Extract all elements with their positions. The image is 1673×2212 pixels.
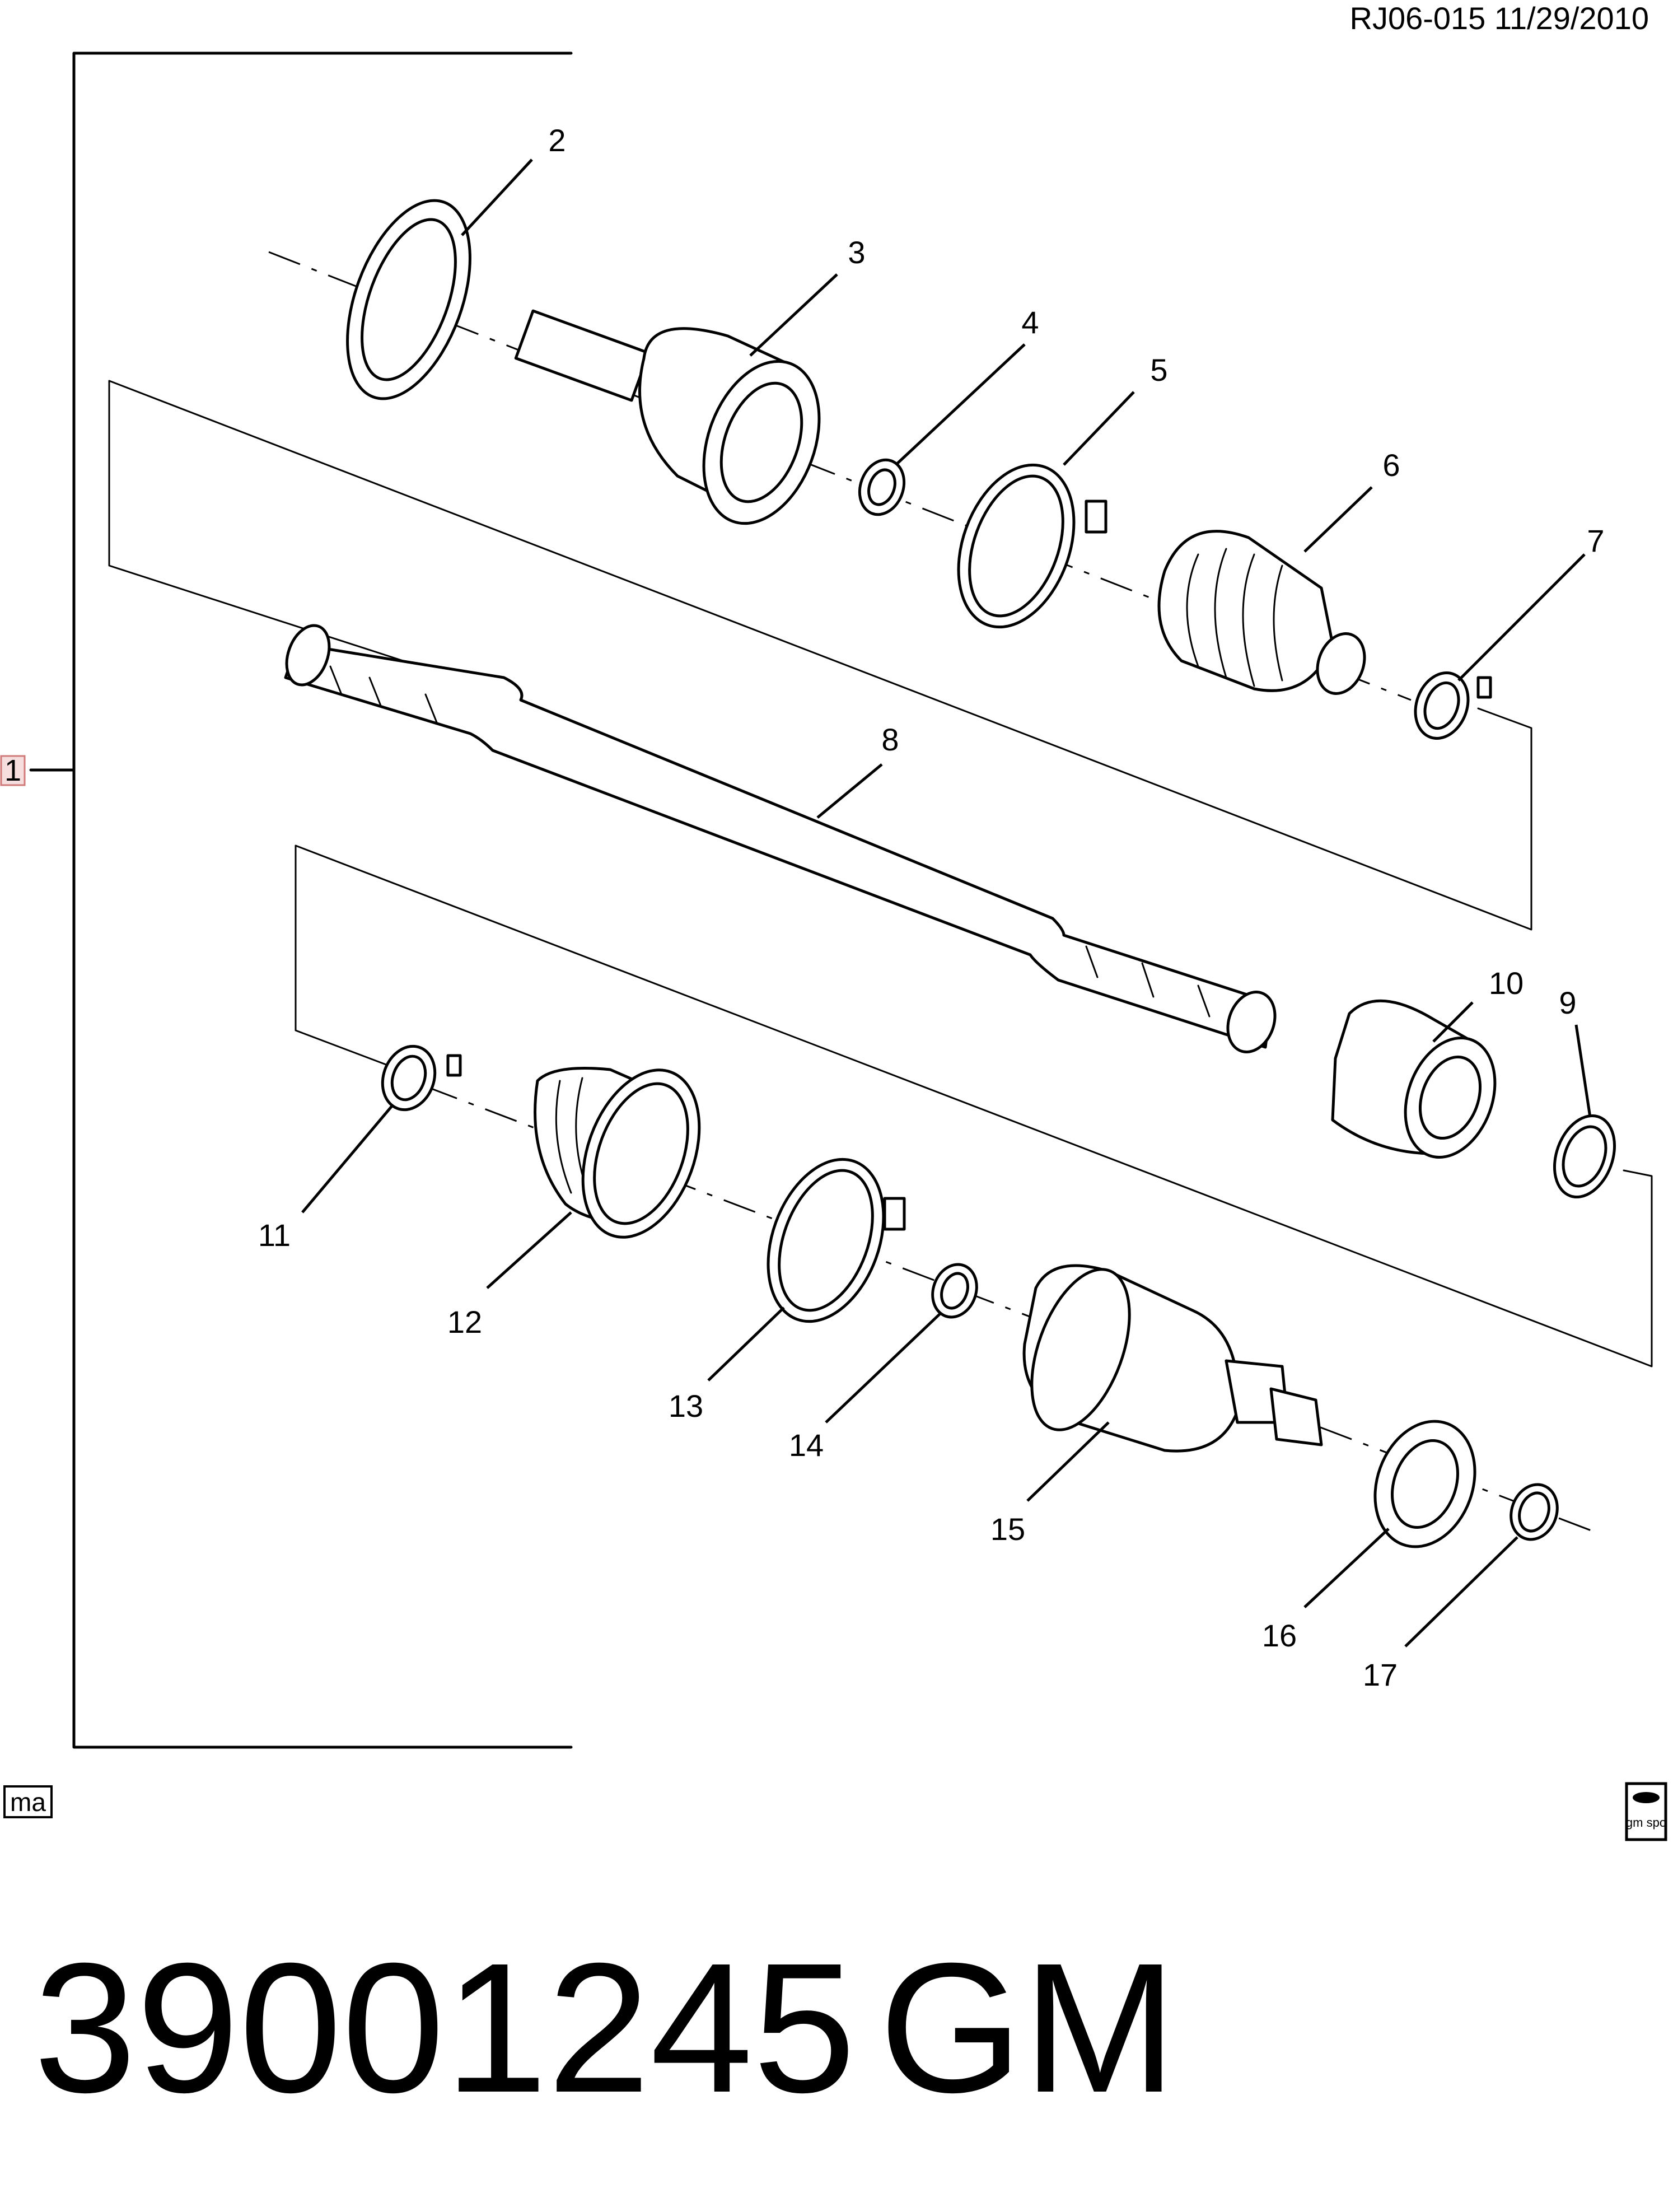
- part-16-seal[interactable]: [1358, 1407, 1492, 1561]
- callout-2: 2: [548, 123, 566, 158]
- callout-3: 3: [848, 235, 865, 270]
- part-2-seal[interactable]: [323, 184, 494, 416]
- diagram-reference: RJ06-015 11/29/2010: [1350, 1, 1649, 36]
- ma-tag: ma: [10, 1788, 46, 1817]
- callout-4: 4: [1021, 305, 1039, 340]
- part-10-tripod-bearing[interactable]: [1331, 999, 1511, 1170]
- gm-spo-logo: gm spo: [1625, 1782, 1667, 1841]
- callout-labels: 2 3 4 5 6 7 8 9 10 11 12 13 14 15 16 17: [258, 123, 1605, 1692]
- part-13-boot-clamp[interactable]: [747, 1144, 906, 1338]
- callout-17: 17: [1363, 1657, 1398, 1692]
- part-number: 39001245: [34, 1924, 856, 2131]
- part-12-inner-boot[interactable]: [534, 1054, 721, 1253]
- callout-10: 10: [1489, 965, 1524, 1001]
- part-17-ring[interactable]: [1503, 1478, 1564, 1546]
- part-14-snap-ring[interactable]: [926, 1258, 984, 1323]
- callout-13: 13: [669, 1388, 703, 1424]
- assembly-bracket: [29, 52, 573, 1749]
- part-4-snap-ring[interactable]: [852, 454, 912, 521]
- callout-6: 6: [1382, 447, 1400, 483]
- assembly-label[interactable]: 1: [4, 754, 21, 787]
- inner-group-frame: [295, 844, 1653, 1368]
- callout-7: 7: [1587, 523, 1604, 558]
- part-5-boot-clamp[interactable]: [937, 449, 1107, 643]
- callout-11: 11: [258, 1217, 291, 1253]
- part-11-small-clamp[interactable]: [374, 1039, 462, 1117]
- assembly-label-box: [0, 755, 26, 786]
- leader-lines: [301, 158, 1592, 1648]
- brand-name: GM: [879, 1924, 1177, 2131]
- callout-12: 12: [447, 1304, 482, 1340]
- callout-15: 15: [990, 1511, 1025, 1547]
- part-15-inner-joint-housing[interactable]: [1012, 1256, 1323, 1453]
- part-3-outer-cv-joint[interactable]: [514, 309, 840, 539]
- part-6-outer-boot[interactable]: [1157, 530, 1372, 701]
- callout-14: 14: [789, 1427, 824, 1463]
- callout-8: 8: [881, 722, 899, 757]
- callout-5: 5: [1150, 352, 1167, 388]
- part-7-small-clamp[interactable]: [1406, 665, 1492, 746]
- callout-9: 9: [1559, 985, 1576, 1020]
- ma-tag-box: [3, 1785, 53, 1818]
- callout-16: 16: [1262, 1618, 1297, 1653]
- part-8-axle-shaft[interactable]: [279, 619, 1283, 1058]
- spo-logo-text: gm spo: [1626, 1816, 1666, 1830]
- part-9-retaining-ring[interactable]: [1544, 1107, 1625, 1205]
